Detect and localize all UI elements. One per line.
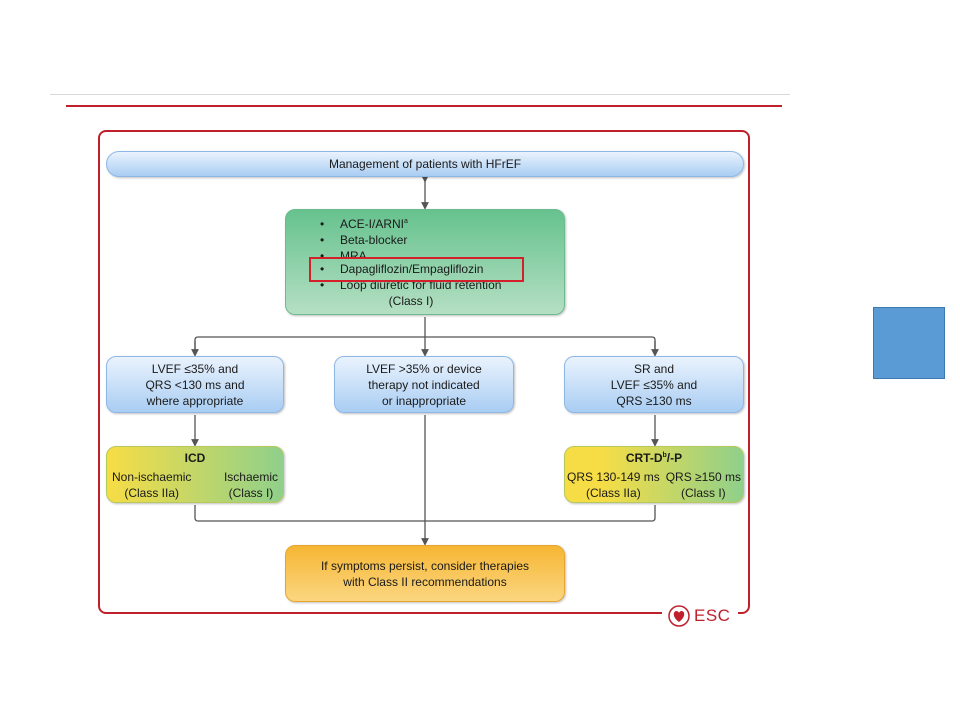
highlight-rectangle [309,257,524,282]
first-line-therapies-box: ACE-I/ARNIa Beta-blocker MRA Dapaglifloz… [285,209,565,315]
top-divider-red [66,105,782,107]
branch-line [194,336,656,353]
figure-frame [98,130,750,614]
blue-square-shape [873,307,945,379]
branch-left-line: LVEF ≤35% and [151,361,239,376]
diagram-title: Management of patients with HFrEF [328,157,522,171]
top-divider-gray [50,94,790,95]
crt-qrs-130-149: QRS 130-149 ms (Class IIa) [567,470,660,500]
therapy-item: MRA [316,248,501,258]
branch-left-line: where appropriate [146,393,244,408]
logo-text: ESC [694,606,731,625]
branch-right-line: QRS ≥130 ms [616,393,692,408]
persist-line: If symptoms persist, consider therapies [320,558,530,573]
title-box: Management of patients with HFrEF [106,151,744,177]
branch-right-line: LVEF ≤35% and [610,377,698,392]
branch-middle-box: LVEF >35% or device therapy not indicate… [334,356,514,413]
therapy-item-highlighted: Dapagliflozin/Empagliflozin [316,261,501,277]
icd-box: ICD Non-ischaemic (Class IIa) Ischaemic … [106,446,284,503]
crt-box: CRT-Db/-P QRS 130-149 ms (Class IIa) QRS… [564,446,744,503]
branch-middle-line: therapy not indicated [368,377,480,392]
therapy-item: ACE-I/ARNIa [316,216,501,232]
branch-middle-line: or inappropriate [381,393,467,408]
crt-title: CRT-Db/-P [625,451,683,465]
first-line-class: (Class I) [388,294,434,308]
branch-left-line: QRS <130 ms and [145,377,245,392]
crt-qrs-150: QRS ≥150 ms (Class I) [665,470,741,500]
persist-box: If symptoms persist, consider therapies … [285,545,565,602]
icd-non-ischaemic: Non-ischaemic (Class IIa) [112,470,192,500]
branch-right-line: SR and [633,361,675,376]
esc-logo: ESC [662,603,738,629]
branch-right-box: SR and LVEF ≤35% and QRS ≥130 ms [564,356,744,413]
branch-middle-line: LVEF >35% or device [366,361,482,376]
icd-title: ICD [184,451,206,465]
icd-ischaemic: Ischaemic (Class I) [223,470,278,500]
therapy-item: Beta-blocker [316,232,501,248]
persist-line: with Class II recommendations [343,574,507,589]
branch-left-box: LVEF ≤35% and QRS <130 ms and where appr… [106,356,284,413]
merge-line [194,505,656,522]
heart-icon [668,605,690,627]
